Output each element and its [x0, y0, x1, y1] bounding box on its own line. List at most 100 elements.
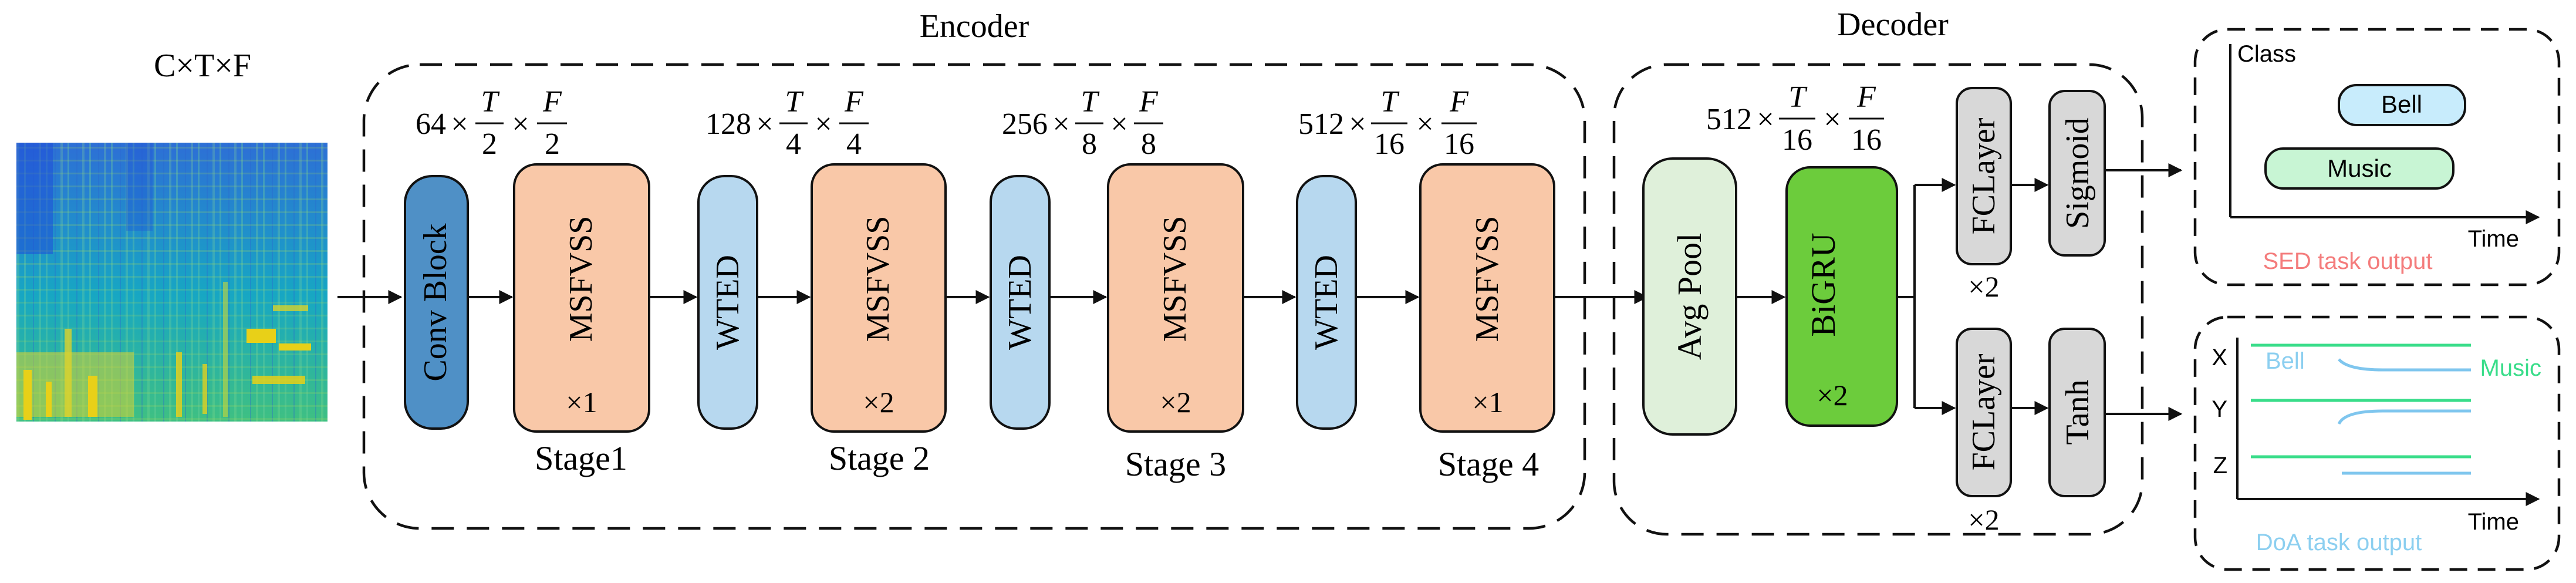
conv-block: Conv Block: [404, 175, 469, 430]
decoder-f: F: [1856, 80, 1876, 114]
encoder-stage-3: 256 × T 8 × F 8 MSFVSS ×2 Stage 3: [1002, 85, 1244, 483]
fclayer-bottom-label: FCLayer: [1966, 353, 2002, 470]
stage-4-times-2: ×: [1416, 107, 1433, 141]
decoder-times-2: ×: [1824, 103, 1841, 136]
doa-axis-x: X: [2212, 345, 2227, 370]
stage-2-f-den: 4: [846, 127, 862, 161]
fclayer-top-repeat: ×2: [1968, 270, 1999, 303]
stage-1-times-2: ×: [512, 107, 529, 141]
stage-1-t-den: 2: [482, 127, 497, 161]
wted-3-label: WTED: [1308, 255, 1345, 350]
sed-caption: SED task output: [2263, 248, 2432, 274]
sed-x-axis-label: Time: [2468, 226, 2519, 252]
input-shape-label: C×T×F: [154, 48, 251, 84]
fclayer-top-block: FCLayer ×2: [1956, 87, 2012, 303]
encoder-stage-2: 128 × T 4 × F 4 MSFVSS ×2 Stage 2: [705, 85, 947, 477]
stage-1-times-1: ×: [451, 107, 468, 141]
doa-bell-curve-x: [2338, 358, 2471, 372]
stage-4-dim: 512: [1298, 107, 1344, 141]
decoder-f-den: 16: [1851, 123, 1882, 157]
msfvss-4-repeat: ×1: [1472, 386, 1503, 419]
sed-music-bar: [2264, 147, 2455, 190]
doa-legend-bell: Bell: [2266, 348, 2305, 374]
sigmoid-label: Sigmoid: [2060, 117, 2096, 229]
stage-4-f-den: 16: [1444, 127, 1474, 161]
decoder-dims: 512 × T 16 × F 16: [1706, 80, 1884, 157]
decoder-frame: [1612, 63, 2144, 536]
sed-output-plot: Class Time Bell Music SED task output: [2229, 41, 2540, 274]
tanh-block: Tanh: [2048, 328, 2106, 497]
stage-3-dim: 256: [1002, 107, 1048, 141]
sed-output-frame: [2193, 28, 2561, 287]
wted-block-3: WTED: [1296, 175, 1357, 430]
stage-3-t-den: 8: [1082, 127, 1097, 161]
stage-1-f: F: [542, 85, 562, 119]
stage-4-times-1: ×: [1349, 107, 1366, 141]
msfvss-1-label: MSFVSS: [563, 216, 599, 342]
fclayer-top-label: FCLayer: [1966, 117, 2002, 234]
stage-1-label: Stage1: [535, 439, 627, 477]
stage-4-t-den: 16: [1374, 127, 1405, 161]
avg-pool-label: Avg Pool: [1670, 233, 1709, 360]
encoder-stage-4: 512 × T 16 × F 16 MSFVSS ×1 Stage 4: [1298, 85, 1555, 483]
stage-4-f: F: [1449, 85, 1469, 119]
msfvss-1-repeat: ×1: [566, 386, 597, 419]
stage-2-f: F: [844, 85, 864, 119]
fclayer-bottom-repeat: ×2: [1968, 503, 1999, 536]
decoder-t: T: [1789, 80, 1808, 114]
doa-output-frame: [2193, 315, 2561, 571]
doa-bell-curve-y: [2337, 409, 2471, 425]
conv-block-label: Conv Block: [417, 223, 454, 381]
input-spectrogram: [16, 143, 328, 422]
stage-3-label: Stage 3: [1125, 445, 1226, 483]
doa-caption: DoA task output: [2256, 530, 2422, 555]
wted-1-label: WTED: [710, 255, 746, 350]
sed-bell-label: Bell: [2381, 90, 2422, 118]
tanh-label: Tanh: [2060, 379, 2096, 444]
msfvss-4-label: MSFVSS: [1469, 216, 1505, 342]
decoder-dim: 512: [1706, 103, 1752, 136]
sed-bell-bar: [2338, 84, 2466, 126]
stage-3-times-1: ×: [1052, 107, 1069, 141]
doa-axis-y: Y: [2212, 396, 2227, 422]
stage-4-label: Stage 4: [1438, 445, 1539, 483]
doa-x-axis-label: Time: [2468, 509, 2519, 535]
doa-axis-z: Z: [2213, 453, 2227, 478]
stage-2-label: Stage 2: [829, 439, 930, 477]
wted-2-label: WTED: [1002, 255, 1038, 350]
stage-3-times-2: ×: [1110, 107, 1127, 141]
decoder-t-den: 16: [1782, 123, 1812, 157]
bigru-block: BiGRU ×2: [1785, 166, 1898, 427]
msfvss-2-label: MSFVSS: [860, 216, 896, 342]
stage-1-dim: 64: [416, 107, 446, 141]
msfvss-2-repeat: ×2: [863, 386, 894, 419]
wted-block-1: WTED: [697, 175, 758, 430]
stage-2-dim: 128: [705, 107, 751, 141]
stage-1-f-den: 2: [545, 127, 560, 161]
wted-block-2: WTED: [990, 175, 1051, 430]
stage-4-t: T: [1381, 85, 1400, 119]
stage-1-t: T: [481, 85, 500, 119]
stage-2-t: T: [785, 85, 804, 119]
stage-3-t: T: [1081, 85, 1100, 119]
encoder-frame: [362, 63, 1586, 530]
msfvss-3-label: MSFVSS: [1157, 216, 1193, 342]
stage-2-times-1: ×: [756, 107, 773, 141]
sed-music-label: Music: [2327, 154, 2392, 182]
fclayer-bottom-block: FCLayer ×2: [1956, 328, 2012, 536]
bigru-label: BiGRU: [1804, 232, 1842, 336]
avg-pool-block: Avg Pool: [1642, 157, 1737, 436]
stage-3-f: F: [1139, 85, 1159, 119]
doa-output-plot: X Y Z Time Bell Music DoA task output: [2212, 338, 2541, 555]
sed-y-axis-label: Class: [2237, 41, 2296, 67]
bigru-repeat: ×2: [1817, 379, 1848, 412]
stage-3-f-den: 8: [1141, 127, 1156, 161]
sigmoid-block: Sigmoid: [2048, 90, 2106, 257]
encoder-title: Encoder: [920, 8, 1029, 45]
decoder-times-1: ×: [1757, 103, 1774, 136]
stage-2-t-den: 4: [786, 127, 801, 161]
stage-2-times-2: ×: [815, 107, 832, 141]
msfvss-3-repeat: ×2: [1160, 386, 1191, 419]
